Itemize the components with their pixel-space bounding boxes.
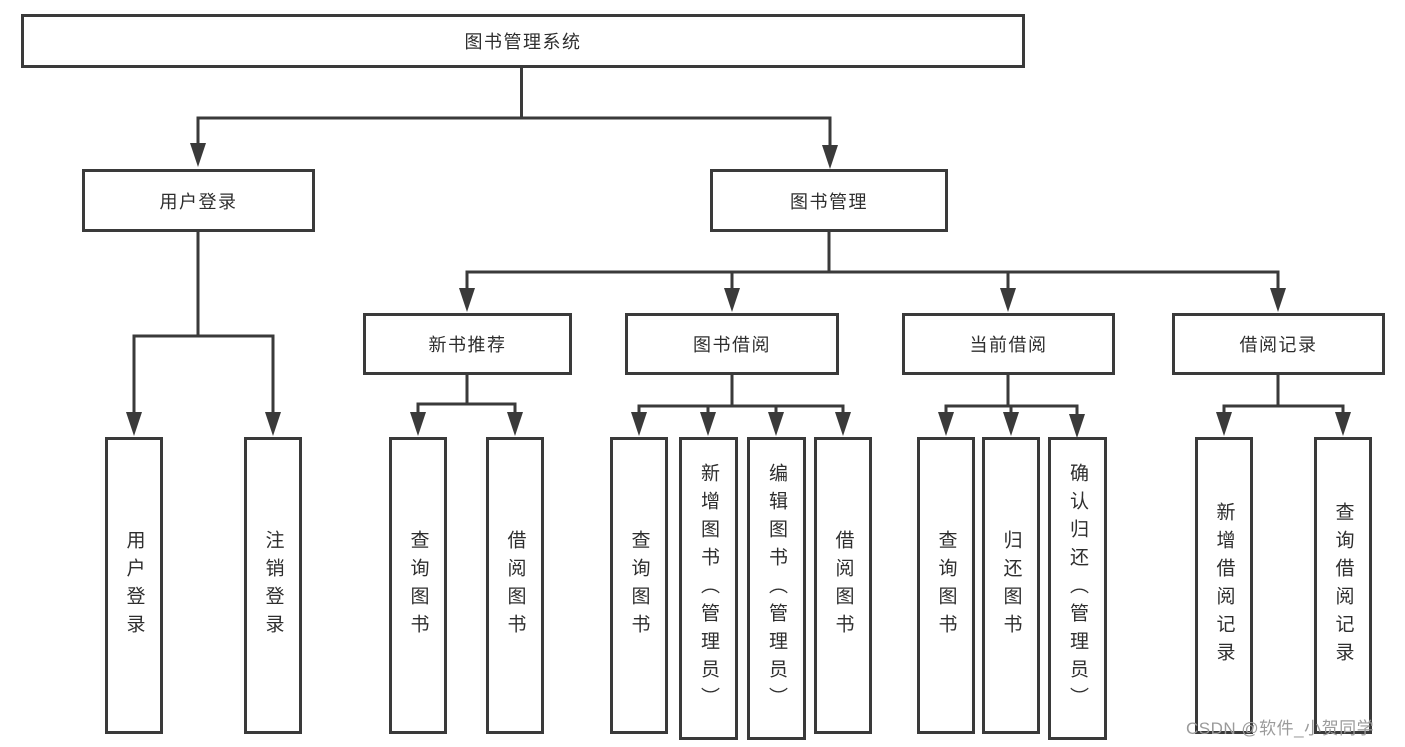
connector-borrowing-children — [637, 373, 845, 420]
node-label: 查询借阅记录 — [1332, 501, 1354, 670]
connector-current-borrow-children — [944, 373, 1079, 422]
watermark-text: CSDN @软件_小贺同学 — [1186, 719, 1375, 738]
arrow-down-icon — [1335, 412, 1351, 436]
leaf-query-books-3: 查询图书 — [917, 437, 975, 734]
leaf-edit-books-admin: 编辑图书（管理员） — [747, 437, 806, 740]
arrow-down-icon — [265, 412, 281, 436]
arrow-down-icon — [1003, 412, 1019, 436]
leaf-add-books-admin: 新增图书（管理员） — [679, 437, 738, 740]
arrow-down-icon — [835, 412, 851, 436]
node-label: 归还图书 — [1000, 529, 1022, 642]
arrow-down-icon — [459, 288, 475, 312]
arrow-down-icon — [126, 412, 142, 436]
node-user-login: 用户登录 — [82, 169, 315, 232]
leaf-confirm-return-admin: 确认归还（管理员） — [1048, 437, 1107, 740]
node-label: 图书借阅 — [693, 335, 771, 355]
arrow-down-icon — [190, 143, 206, 167]
node-label: 查询图书 — [935, 529, 957, 642]
node-label: 注销登录 — [262, 529, 284, 642]
leaf-query-books-1: 查询图书 — [389, 437, 447, 734]
node-label: 当前借阅 — [969, 335, 1048, 355]
arrow-down-icon — [700, 412, 716, 436]
leaf-return-books: 归还图书 — [982, 437, 1040, 734]
node-label: 新增图书（管理员） — [698, 462, 719, 715]
arrow-down-icon — [410, 412, 426, 436]
arrow-down-icon — [1069, 414, 1085, 438]
arrow-down-icon — [822, 145, 838, 169]
node-label: 新书推荐 — [428, 335, 507, 355]
connector-root-to-level2 — [196, 66, 832, 152]
node-new-book-recommend: 新书推荐 — [363, 313, 572, 375]
arrow-down-icon — [1000, 288, 1016, 312]
node-label: 确认归还（管理员） — [1067, 462, 1088, 715]
node-label: 图书管理系统 — [464, 32, 582, 52]
arrow-down-icon — [1270, 288, 1286, 312]
arrow-down-icon — [1216, 412, 1232, 436]
node-library-system: 图书管理系统 — [21, 14, 1025, 68]
node-label: 新增借阅记录 — [1213, 501, 1235, 670]
leaf-borrow-books-1: 借阅图书 — [486, 437, 544, 734]
node-label: 编辑图书（管理员） — [766, 462, 787, 715]
arrow-down-icon — [507, 412, 523, 436]
node-label: 图书管理 — [790, 191, 868, 212]
node-current-borrowing: 当前借阅 — [902, 313, 1115, 375]
leaf-logout: 注销登录 — [244, 437, 302, 734]
arrow-down-icon — [938, 412, 954, 436]
node-label: 查询图书 — [407, 529, 429, 642]
node-label: 用户登录 — [123, 529, 145, 642]
node-label: 查询图书 — [628, 529, 650, 642]
connector-new-books-children — [416, 373, 517, 420]
node-borrowing-records: 借阅记录 — [1172, 313, 1385, 375]
arrow-down-icon — [768, 412, 784, 436]
node-label: 借阅图书 — [832, 529, 854, 642]
arrow-down-icon — [631, 412, 647, 436]
leaf-query-books-2: 查询图书 — [610, 437, 668, 734]
leaf-query-borrow-record: 查询借阅记录 — [1314, 437, 1372, 734]
connector-user-login-children — [132, 230, 275, 419]
connector-records-children — [1222, 373, 1345, 420]
node-label: 借阅图书 — [504, 529, 526, 642]
node-book-management: 图书管理 — [710, 169, 948, 232]
arrow-down-icon — [724, 288, 740, 312]
connector-book-mgmt-children — [465, 230, 1280, 296]
node-book-borrowing: 图书借阅 — [625, 313, 839, 375]
node-label: 借阅记录 — [1239, 335, 1318, 355]
node-label: 用户登录 — [159, 191, 238, 212]
leaf-user-login: 用户登录 — [105, 437, 163, 734]
leaf-add-borrow-record: 新增借阅记录 — [1195, 437, 1253, 734]
leaf-borrow-books-2: 借阅图书 — [814, 437, 872, 734]
